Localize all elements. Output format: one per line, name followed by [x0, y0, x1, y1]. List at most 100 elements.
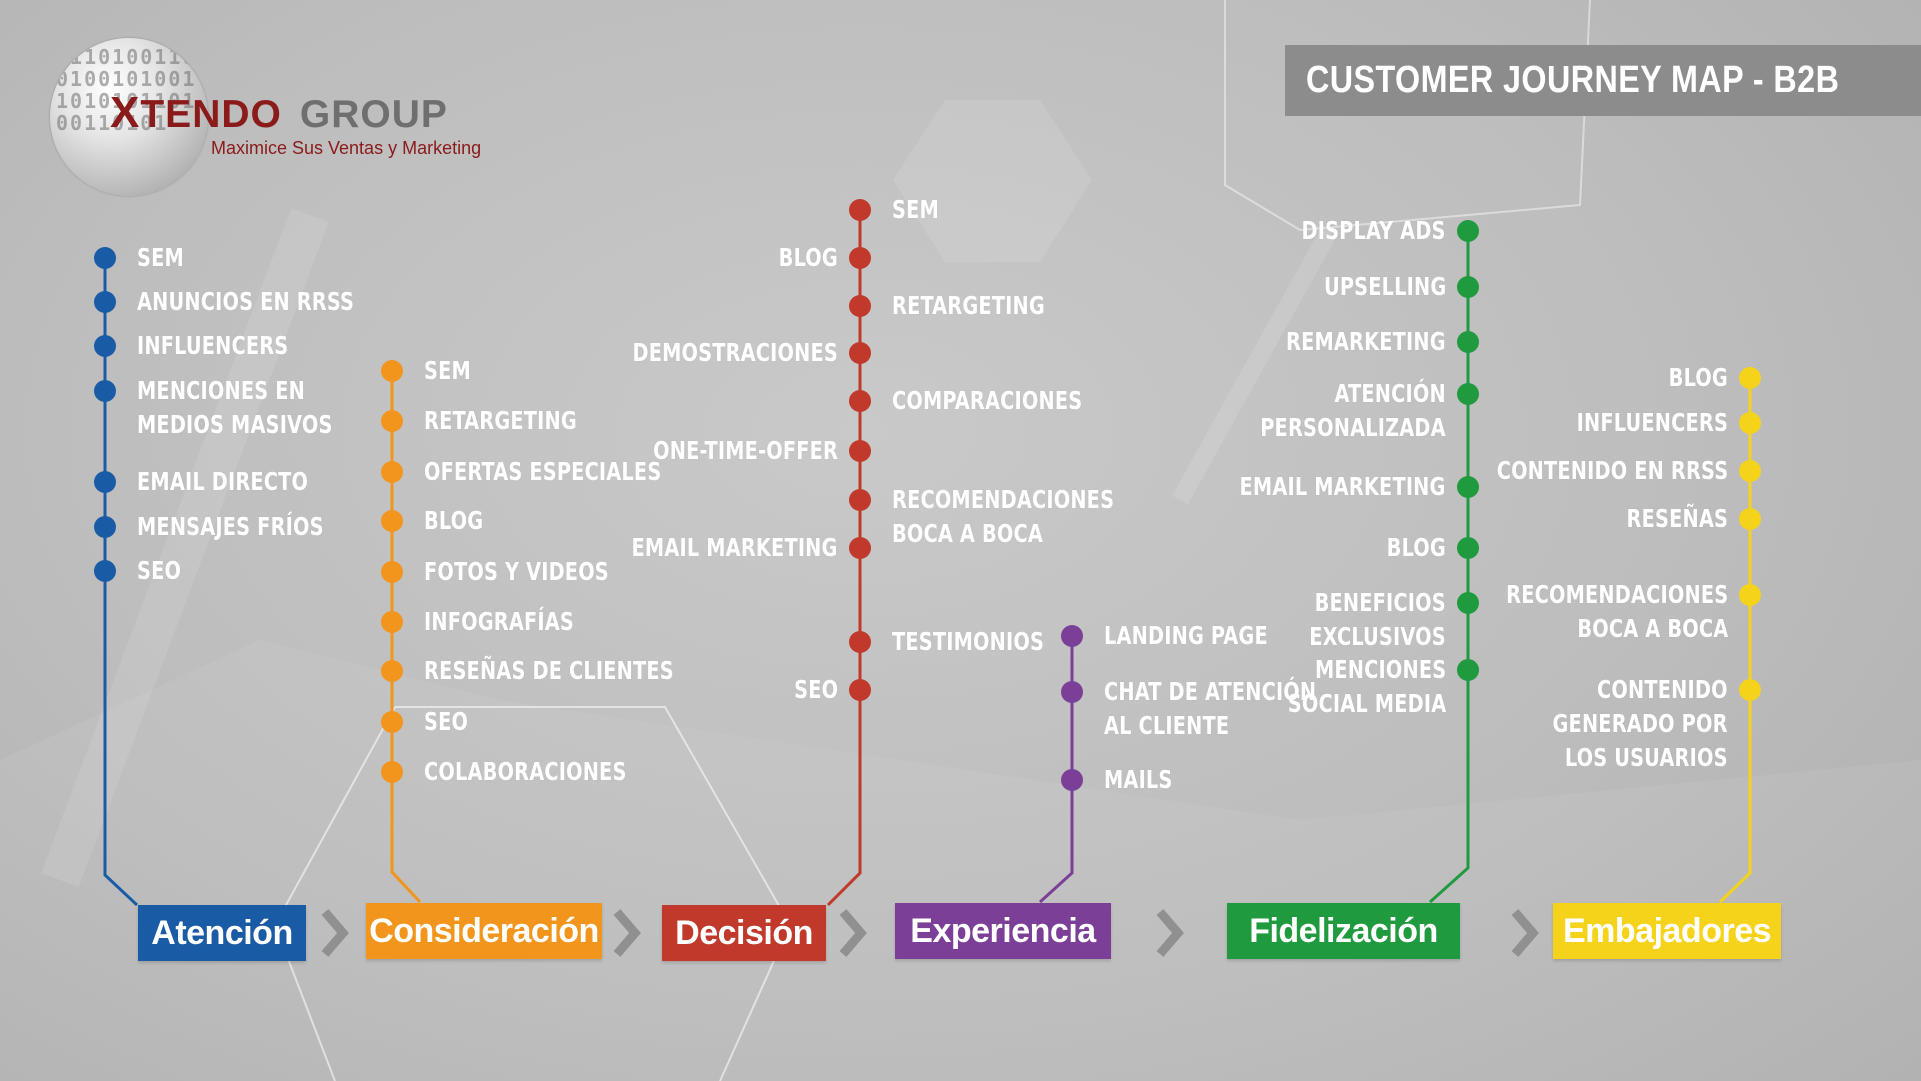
touchpoint-dot: [1061, 769, 1083, 791]
touchpoint-dot: [381, 660, 403, 682]
touchpoint-label: RESEÑAS: [1626, 504, 1728, 533]
touchpoint-label: SEO: [793, 675, 838, 704]
touchpoint-label: EMAIL DIRECTO: [137, 467, 309, 496]
touchpoint-dot: [1739, 508, 1761, 530]
touchpoint-dot: [381, 461, 403, 483]
stage-box-decision: Decisión: [662, 905, 826, 961]
stage-line-fidelizacion: [1428, 231, 1470, 904]
touchpoint-label: COMPARACIONES: [892, 386, 1083, 415]
touchpoint-label: SEM: [424, 356, 471, 385]
logo-tagline: Maximice Sus Ventas y Marketing: [211, 138, 482, 158]
touchpoint-dot: [94, 335, 116, 357]
touchpoint-dot: [849, 247, 871, 269]
touchpoint-dot: [849, 489, 871, 511]
chevron-right-icon: [1511, 909, 1539, 957]
chevron-right-icon: [613, 909, 641, 957]
touchpoint-dot: [381, 761, 403, 783]
touchpoint-label: DISPLAY ADS: [1301, 216, 1446, 245]
touchpoint-label: INFLUENCERS: [1576, 408, 1728, 437]
logo-tendo: TENDO: [140, 93, 282, 136]
touchpoint-dot: [1739, 367, 1761, 389]
touchpoint-dot: [1457, 220, 1479, 242]
touchpoint-dot: [94, 516, 116, 538]
touchpoint-dot: [1739, 679, 1761, 701]
touchpoint-dot: [1739, 584, 1761, 606]
stage-box-consideracion: Consideración: [366, 903, 602, 959]
touchpoint-dot: [1457, 331, 1479, 353]
touchpoint-label: DEMOSTRACIONES: [632, 338, 838, 367]
touchpoint-dot: [94, 471, 116, 493]
touchpoint-label: INFLUENCERS: [137, 331, 289, 360]
stage-box-experiencia: Experiencia: [895, 903, 1111, 959]
touchpoint-label: LANDING PAGE: [1104, 621, 1268, 650]
touchpoint-label: SEM: [137, 243, 184, 272]
touchpoint-label: SEO: [137, 556, 182, 585]
chevron-right-icon: [1156, 909, 1184, 957]
touchpoint-dot: [1457, 383, 1479, 405]
touchpoint-dot: [1457, 537, 1479, 559]
touchpoint-dot: [94, 380, 116, 402]
touchpoint-label: OFERTAS ESPECIALES: [424, 457, 662, 486]
touchpoint-dot: [849, 295, 871, 317]
touchpoint-label: COLABORACIONES: [424, 757, 627, 786]
touchpoint-dot: [381, 711, 403, 733]
touchpoint-label: RETARGETING: [892, 291, 1045, 320]
touchpoint-label: BLOG: [778, 243, 838, 272]
touchpoint-label: RESEÑAS DE CLIENTES: [424, 656, 674, 685]
touchpoint-dot: [849, 679, 871, 701]
touchpoint-label: INFOGRAFÍAS: [424, 607, 574, 636]
stage-line-atencion: [103, 258, 139, 907]
stage-box-fidelizacion: Fidelización: [1227, 903, 1460, 959]
touchpoint-label: EMAIL MARKETING: [631, 533, 838, 562]
touchpoint-label: RETARGETING: [424, 406, 577, 435]
globe-icon: 01101001100100101001101010110100110101: [50, 38, 208, 196]
page-title: CUSTOMER JOURNEY MAP - B2B: [1285, 45, 1921, 116]
touchpoint-dot: [381, 410, 403, 432]
touchpoint-label: EMAIL MARKETING: [1239, 472, 1446, 501]
touchpoint-dot: [381, 360, 403, 382]
touchpoint-dot: [1457, 276, 1479, 298]
stage-line-experiencia: [1038, 636, 1074, 904]
touchpoint-dot: [849, 342, 871, 364]
logo-group: GROUP: [299, 93, 448, 136]
touchpoint-label: MAILS: [1104, 765, 1173, 794]
touchpoint-label: MENSAJES FRÍOS: [137, 512, 324, 541]
touchpoint-dot: [94, 247, 116, 269]
touchpoint-dot: [1061, 625, 1083, 647]
touchpoint-dot: [1061, 681, 1083, 703]
chevron-right-icon: [321, 909, 349, 957]
touchpoint-dot: [381, 510, 403, 532]
touchpoint-label: BLOG: [1386, 533, 1446, 562]
touchpoint-label: UPSELLING: [1323, 272, 1446, 301]
chevron-right-icon: [839, 909, 867, 957]
touchpoint-label: BLOG: [424, 506, 484, 535]
stage-box-atencion: Atención: [138, 905, 306, 961]
stage-line-decision: [826, 210, 862, 907]
stage-box-embajadores: Embajadores: [1553, 903, 1781, 959]
stage-line-consideracion: [390, 371, 422, 904]
stage-line-embajadores: [1718, 378, 1752, 904]
touchpoint-dot: [849, 631, 871, 653]
xtendo-logo: 01101001100100101001101010110100110101 X…: [50, 38, 490, 198]
touchpoint-dot: [381, 561, 403, 583]
touchpoint-dot: [849, 537, 871, 559]
logo-x: X: [110, 88, 141, 137]
touchpoint-label: BLOG: [1668, 363, 1728, 392]
touchpoint-dot: [1457, 659, 1479, 681]
touchpoint-dot: [1457, 592, 1479, 614]
touchpoint-dot: [849, 199, 871, 221]
touchpoint-dot: [94, 560, 116, 582]
touchpoint-label: ONE-TIME-OFFER: [652, 436, 838, 465]
touchpoint-label: ANUNCIOS EN RRSS: [137, 287, 355, 316]
touchpoint-label: REMARKETING: [1286, 327, 1446, 356]
